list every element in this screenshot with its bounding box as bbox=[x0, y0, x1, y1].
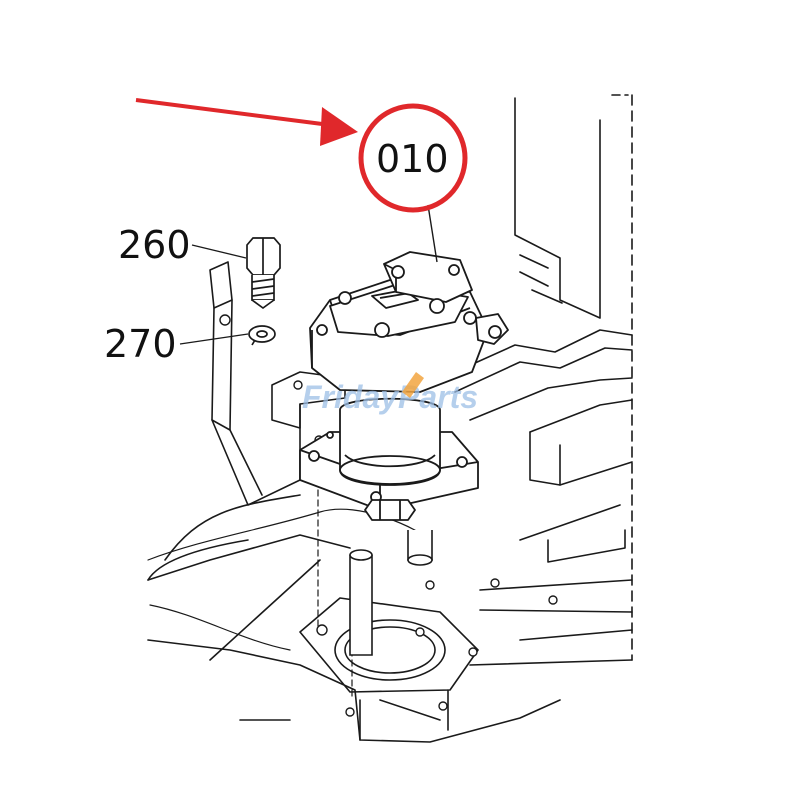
watermark: FridayParts bbox=[302, 379, 478, 415]
shaft bbox=[349, 530, 433, 656]
callout-270: 270 bbox=[104, 322, 177, 366]
highlight-arrow-head bbox=[320, 107, 358, 146]
highlight-circle bbox=[358, 103, 468, 213]
watermark-part1: Friday bbox=[302, 379, 400, 415]
chassis-frame bbox=[147, 94, 633, 743]
callout-010: 010 bbox=[376, 137, 449, 181]
highlight-arrow-shaft bbox=[135, 98, 331, 127]
bolt-260 bbox=[246, 237, 281, 310]
watermark-swoosh bbox=[402, 372, 424, 398]
swing-motor bbox=[299, 204, 509, 521]
highlight-annotation bbox=[135, 98, 468, 213]
leader-lines bbox=[179, 244, 249, 345]
washer-270 bbox=[248, 325, 276, 346]
callout-260: 260 bbox=[118, 223, 191, 267]
bracket-hole bbox=[219, 314, 231, 326]
